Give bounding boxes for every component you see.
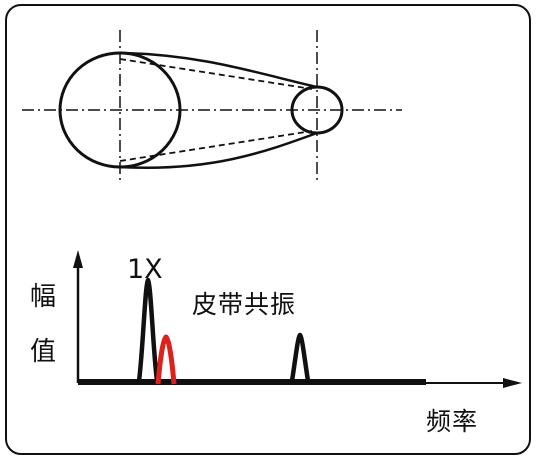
peak-high-frequency <box>289 332 311 382</box>
belt-outer-span-top <box>119 51 318 89</box>
x-axis-label: 频率 <box>426 407 479 436</box>
peak-belt-resonance <box>155 334 177 385</box>
label-1x: 1X <box>127 254 163 285</box>
x-axis-arrowhead <box>503 378 522 388</box>
belt-taut-span-bottom <box>119 130 313 162</box>
belt-drive-schematic <box>22 30 402 183</box>
y-axis-label-char-1: 幅 <box>30 282 57 312</box>
label-belt-resonance: 皮带共振 <box>192 290 297 319</box>
peak-1x <box>136 277 160 382</box>
belt-taut-span-top <box>119 58 313 90</box>
y-axis-label-char-2: 值 <box>30 337 57 367</box>
diagram-frame <box>5 4 531 455</box>
spectrum-plot <box>73 250 522 388</box>
y-axis-arrowhead <box>73 250 83 268</box>
belt-outer-span-bottom <box>119 131 318 169</box>
